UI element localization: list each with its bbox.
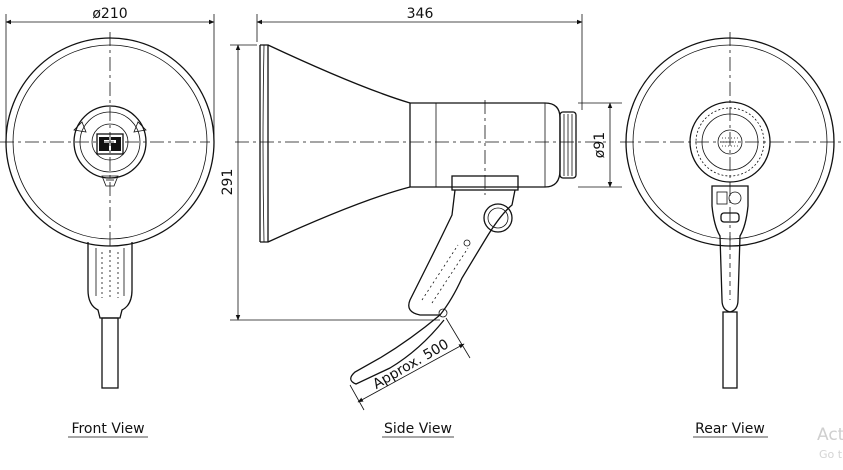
dim-height: 291 (220, 169, 236, 196)
dim-rear-diameter: ø91 (592, 132, 608, 158)
front-view: ø210 Front View (0, 6, 215, 438)
dim-front-diameter: ø210 (92, 6, 127, 22)
activation-watermark-title: Act (817, 425, 843, 445)
front-handle (87, 242, 133, 389)
rear-view-label: Rear View (695, 421, 765, 437)
knob-ridges (563, 114, 573, 176)
grip-texture (101, 250, 119, 300)
activation-watermark-subtitle: Go t (819, 448, 843, 461)
dim-strap-length: Approx. 500 (370, 336, 451, 392)
side-view: 346 291 ø91 Approx. 500 Side View (220, 6, 622, 438)
rear-view: Rear View (620, 32, 843, 438)
front-view-label: Front View (71, 421, 144, 437)
dim-overall-length: 346 (407, 6, 434, 22)
side-view-label: Side View (384, 421, 452, 437)
